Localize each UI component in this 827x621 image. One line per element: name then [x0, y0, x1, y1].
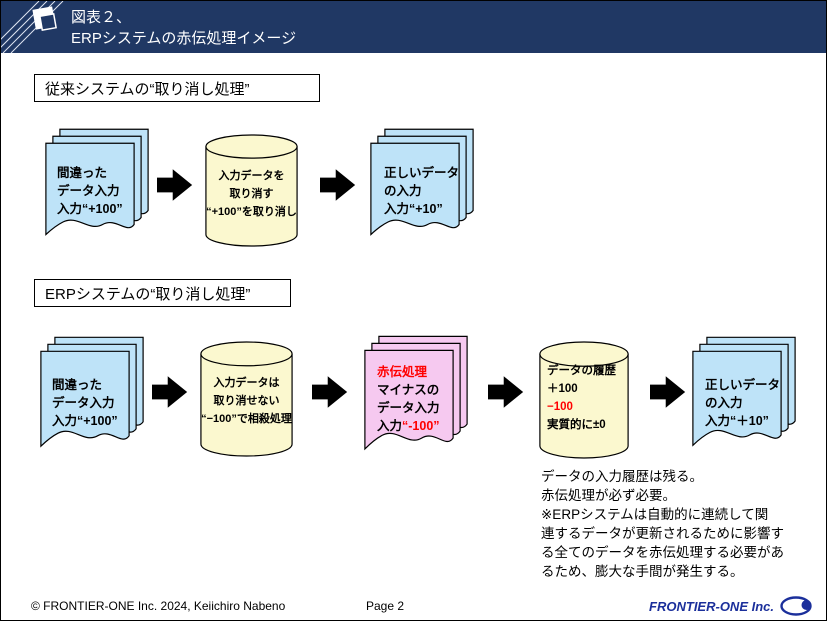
document-text-line: の入力 — [384, 184, 422, 198]
document-text-line: 入力“＋10” — [705, 414, 769, 428]
database-cancel-legacy: 入力データを 取り消す “+100”を取り消し — [205, 134, 298, 247]
document-text: 間違った データ入力 入力“+100” — [57, 164, 123, 218]
database-text-line: 入力データは — [213, 377, 280, 389]
document-text: 正しいデータ の入力 入力“＋10” — [705, 376, 780, 430]
document-text-line: 正しいデータ — [384, 166, 460, 180]
document-text-line: 入力“+100” — [57, 202, 123, 216]
arrow-right-icon — [152, 376, 188, 408]
minus-value: “-100” — [402, 419, 440, 433]
company-logo-icon — [780, 596, 812, 616]
arrow-right-icon — [650, 376, 686, 408]
document-text-line: 正しいデータ — [705, 378, 781, 392]
note-line: ※ERPシステムは自動的に連続して関 — [541, 507, 769, 522]
document-text-line: データ入力 — [57, 184, 120, 198]
database-text-line: 取り消せない — [213, 395, 280, 407]
database-history-erp: データの履歴 ＋100 −100 実質的に±0 — [539, 341, 629, 459]
section-title-erp-label: ERPシステムの“取り消し処理” — [45, 285, 251, 303]
arrow-right-icon — [320, 169, 356, 201]
note-line: る全てのデータを赤伝処理する必要があ — [541, 545, 784, 560]
note-line: 赤伝処理が必ず必要。 — [541, 488, 676, 503]
input-label: 入力 — [377, 419, 403, 433]
document-text-line: マイナスの — [377, 383, 440, 397]
database-text: データの履歴 ＋100 −100 実質的に±0 — [539, 362, 629, 434]
section-title-erp: ERPシステムの“取り消し処理” — [34, 279, 291, 307]
copyright-text: © FRONTIER-ONE Inc. 2024, Keiichiro Nabe… — [31, 599, 286, 613]
document-text-line: データ入力 — [52, 396, 115, 410]
slide-header: 図表２、 ERPシステムの赤伝処理イメージ — [1, 1, 826, 53]
database-text-line: 取り消す — [229, 188, 274, 200]
note-line: 連するデータが更新されるために影響す — [541, 526, 784, 541]
document-stack-wrong-input-erp: 間違った データ入力 入力“+100” — [40, 336, 144, 454]
note-block: データの入力履歴は残る。 赤伝処理が必ず必要。 ※ERPシステムは自動的に連続し… — [541, 467, 813, 581]
red-slip-title: 赤伝処理 — [377, 365, 428, 379]
database-text-line: “−100”で相殺処理 — [201, 413, 292, 425]
database-text: 入力データは 取り消せない “−100”で相殺処理 — [200, 374, 293, 428]
document-text-line: 入力“+10” — [384, 202, 443, 216]
arrow-right-icon — [157, 169, 193, 201]
arrow-right-icon — [312, 376, 348, 408]
header-decoration-icon — [1, 1, 64, 53]
database-text-line: ＋100 — [547, 383, 578, 395]
section-title-legacy: 従来システムの“取り消し処理” — [34, 74, 320, 102]
database-text-line: 実質的に±0 — [547, 419, 606, 431]
document-text: 赤伝処理 マイナスの データ入力 入力“-100” — [377, 363, 440, 435]
database-text-line: 入力データを — [218, 170, 285, 182]
company-name: FRONTIER-ONE Inc. — [649, 599, 774, 614]
document-stack-correct-input-erp: 正しいデータ の入力 入力“＋10” — [692, 336, 796, 453]
document-text-line: データ入力 — [377, 401, 440, 415]
document-stack-red-slip: 赤伝処理 マイナスの データ入力 入力“-100” — [364, 335, 468, 457]
note-line: データの入力履歴は残る。 — [541, 469, 703, 484]
document-text-line: 間違った — [52, 378, 103, 392]
document-stack-wrong-input-legacy: 間違った データ入力 入力“+100” — [45, 128, 149, 242]
document-text-line: 間違った — [57, 166, 108, 180]
note-line: るため、膨大な手間が発生する。 — [541, 564, 744, 579]
section-title-legacy-label: 従来システムの“取り消し処理” — [45, 80, 250, 98]
document-text-line: 入力“-100” — [377, 417, 440, 435]
document-text-line: の入力 — [705, 396, 743, 410]
slide-title-line1: 図表２、 — [71, 9, 132, 26]
document-text-line: 入力“+100” — [52, 414, 118, 428]
database-text-line: データの履歴 — [547, 365, 616, 377]
database-no-cancel-erp: 入力データは 取り消せない “−100”で相殺処理 — [200, 341, 293, 457]
database-text-line: “+100”を取り消し — [206, 206, 297, 218]
document-stack-correct-input-legacy: 正しいデータ の入力 入力“+10” — [370, 128, 474, 242]
database-text: 入力データを 取り消す “+100”を取り消し — [205, 167, 298, 221]
page-number: Page 2 — [366, 599, 405, 613]
database-text-line-minus: −100 — [547, 401, 573, 413]
arrow-right-icon — [488, 376, 524, 408]
document-text: 間違った データ入力 入力“+100” — [52, 376, 118, 430]
slide-title-line2: ERPシステムの赤伝処理イメージ — [71, 30, 297, 47]
document-text: 正しいデータ の入力 入力“+10” — [384, 164, 459, 218]
